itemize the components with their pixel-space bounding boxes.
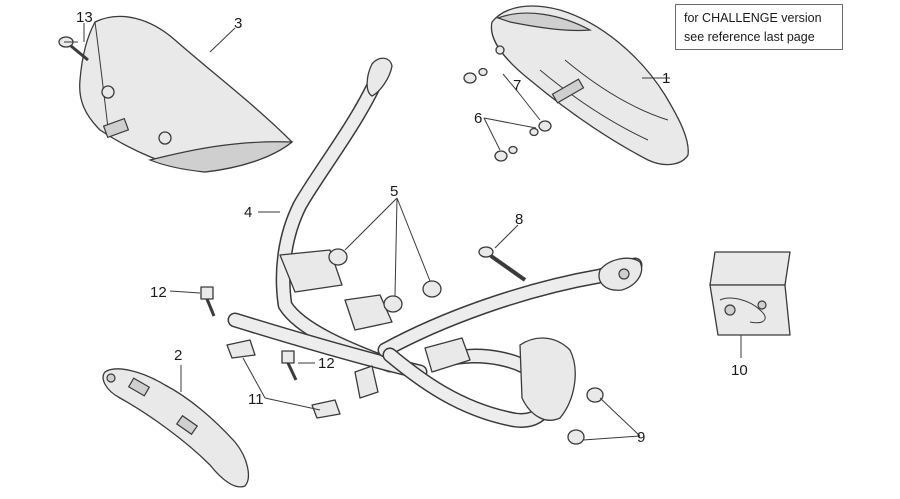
- leader-lines: [64, 23, 742, 441]
- windscreen-part: [79, 15, 294, 173]
- rubber-bush-parts: [328, 248, 442, 313]
- instrument-cluster-part: [490, 5, 689, 166]
- callout-12-upper: 12: [150, 284, 167, 301]
- nuts-washers-parts: [463, 45, 552, 162]
- bracket-part: [102, 368, 249, 488]
- callout-8: 8: [515, 211, 523, 228]
- screws-12-parts: [200, 286, 298, 381]
- callout-11: 11: [248, 391, 264, 408]
- callout-6: 6: [474, 110, 482, 127]
- bolt-part: [478, 246, 527, 282]
- callout-10: 10: [731, 362, 748, 379]
- callout-1: 1: [662, 70, 670, 87]
- clip-nut-parts: [226, 339, 341, 419]
- version-note-line-2: see reference last page: [684, 30, 815, 44]
- kit-bag-part: [709, 251, 791, 336]
- callout-3: 3: [234, 15, 242, 32]
- callout-5: 5: [390, 183, 398, 200]
- version-note-line-1: for CHALLENGE version: [684, 11, 822, 25]
- callout-9: 9: [637, 429, 645, 446]
- nut-parts: [567, 387, 604, 445]
- version-note-box: for CHALLENGE version see reference last…: [675, 4, 843, 50]
- callout-13: 13: [76, 9, 93, 26]
- callout-2: 2: [174, 347, 182, 364]
- callout-4: 4: [244, 204, 252, 221]
- main-frame-part: [227, 57, 643, 428]
- callout-7: 7: [513, 77, 521, 94]
- callout-12-lower: 12: [318, 355, 335, 372]
